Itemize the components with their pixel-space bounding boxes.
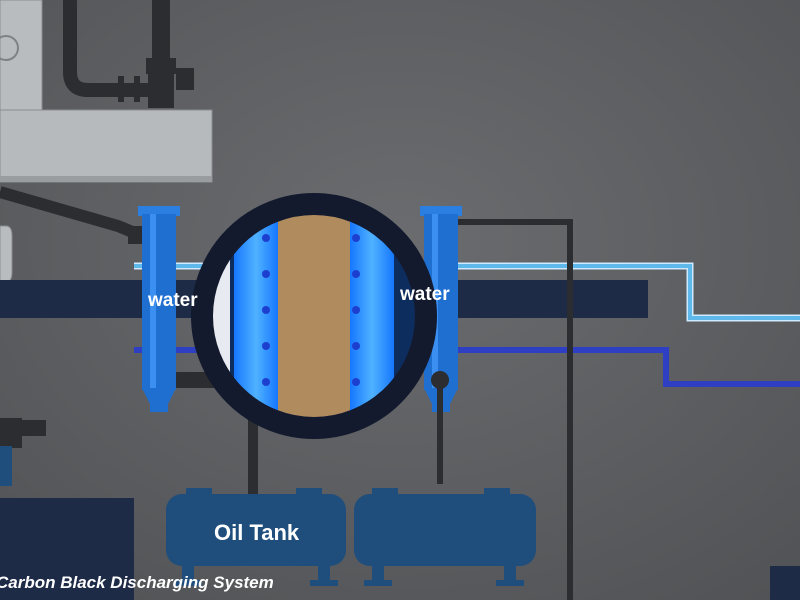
lower-left-machinery <box>0 418 134 600</box>
discharge-pipe <box>248 420 258 494</box>
corner-block <box>770 566 800 600</box>
water-label-left: water <box>147 290 198 311</box>
second-tank <box>354 488 536 586</box>
machine-housing <box>0 0 213 183</box>
diagonal-chute <box>0 186 145 244</box>
left-edge-housing <box>0 225 13 283</box>
flame-dots <box>262 234 360 386</box>
oil-tank-label: Oil Tank <box>214 520 300 545</box>
valve-gauge <box>431 371 449 484</box>
feed-pipe <box>63 0 194 108</box>
oil-tank <box>166 488 346 586</box>
left-condenser <box>138 206 180 412</box>
dark-return-pipe <box>456 219 573 600</box>
cutaway-viewport <box>191 193 437 439</box>
water-label-right: water <box>399 284 450 305</box>
diagram-caption: Carbon Black Discharging System <box>0 573 274 592</box>
horizontal-link-pipe <box>176 372 216 388</box>
